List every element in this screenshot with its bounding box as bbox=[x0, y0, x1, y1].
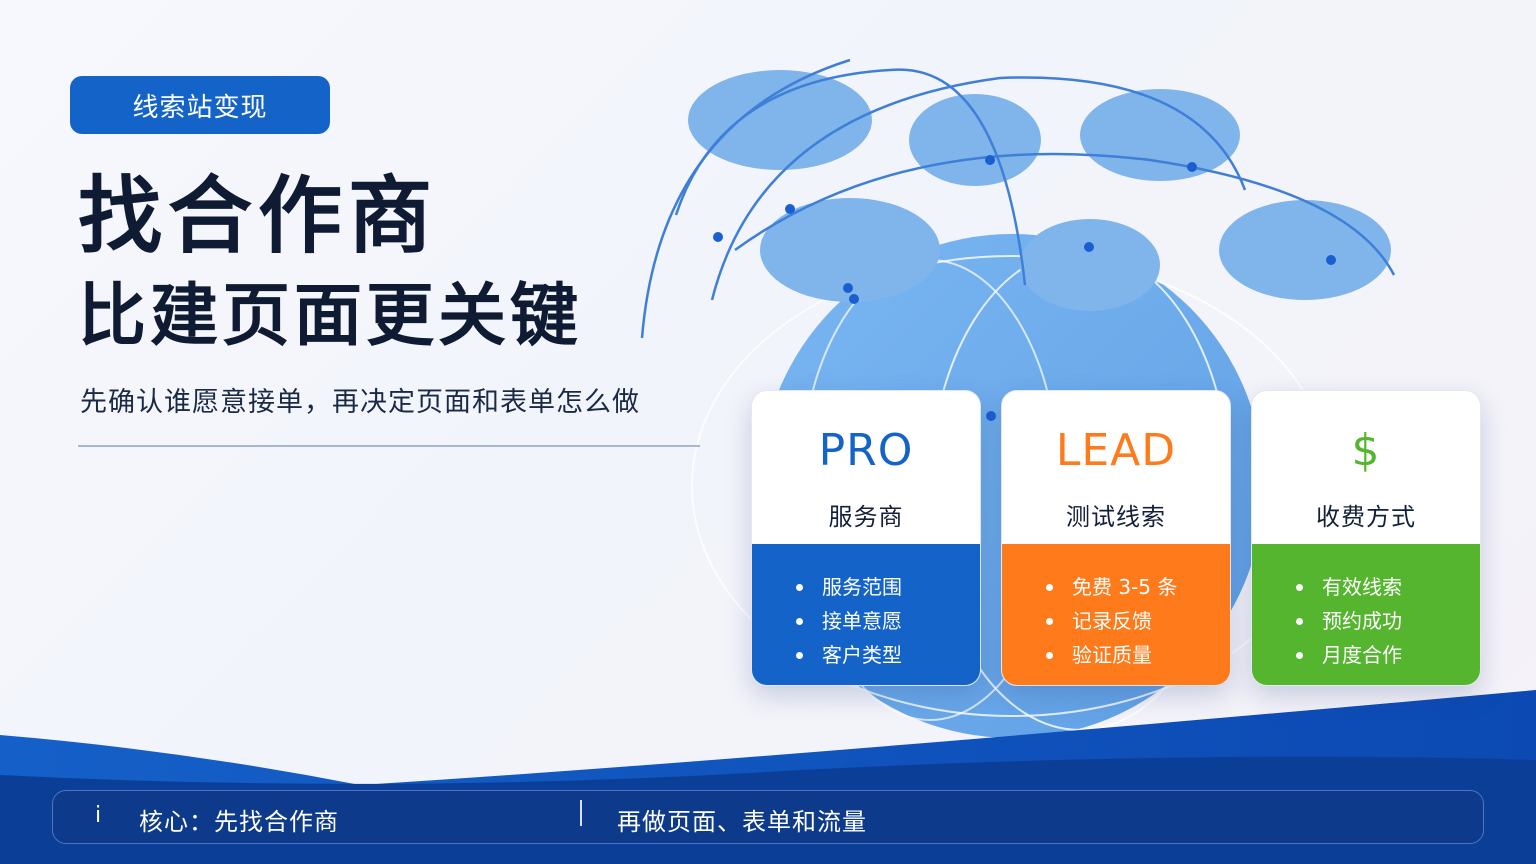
title-divider bbox=[78, 445, 700, 447]
card-list-panel: 有效线索 预约成功 月度合作 bbox=[1252, 544, 1480, 685]
list-item: 免费 3-5 条 bbox=[1046, 570, 1230, 604]
card-title: 收费方式 bbox=[1316, 503, 1416, 531]
card-header: PRO 服务商 bbox=[752, 391, 980, 544]
card-header: $ 收费方式 bbox=[1252, 391, 1480, 544]
card-list-panel: 服务范围 接单意愿 客户类型 bbox=[752, 544, 980, 685]
page-title-line2: 比建页面更关键 bbox=[78, 277, 583, 356]
list-item: 记录反馈 bbox=[1046, 604, 1230, 638]
footer-core-text: 核心：先找合作商 bbox=[139, 808, 339, 836]
list-item: 预约成功 bbox=[1296, 604, 1480, 638]
list-item: 接单意愿 bbox=[796, 604, 980, 638]
card-test-leads: LEAD 测试线索 免费 3-5 条 记录反馈 验证质量 bbox=[1001, 390, 1231, 686]
category-tag: 线索站变现 bbox=[70, 76, 330, 134]
card-header: LEAD 测试线索 bbox=[1002, 391, 1230, 544]
card-service-provider: PRO 服务商 服务范围 接单意愿 客户类型 bbox=[751, 390, 981, 686]
card-list: 服务范围 接单意愿 客户类型 bbox=[752, 544, 980, 672]
footer-bar: i 核心：先找合作商 再做页面、表单和流量 bbox=[52, 790, 1484, 844]
card-list: 免费 3-5 条 记录反馈 验证质量 bbox=[1002, 544, 1230, 672]
card-title: 服务商 bbox=[828, 503, 904, 531]
footer-next-text: 再做页面、表单和流量 bbox=[617, 808, 867, 836]
dollar-icon: $ bbox=[1351, 425, 1381, 476]
list-item: 有效线索 bbox=[1296, 570, 1480, 604]
card-pricing: $ 收费方式 有效线索 预约成功 月度合作 bbox=[1251, 390, 1481, 686]
connection-dots bbox=[713, 155, 1336, 421]
list-item: 月度合作 bbox=[1296, 638, 1480, 672]
page-subtitle: 先确认谁愿意接单，再决定页面和表单怎么做 bbox=[80, 387, 640, 418]
list-item: 服务范围 bbox=[796, 570, 980, 604]
footer-separator bbox=[580, 800, 582, 826]
card-list-panel: 免费 3-5 条 记录反馈 验证质量 bbox=[1002, 544, 1230, 685]
lead-icon: LEAD bbox=[1055, 425, 1177, 476]
info-icon: i bbox=[95, 803, 102, 828]
connection-arcs bbox=[640, 58, 1396, 339]
list-item: 客户类型 bbox=[796, 638, 980, 672]
list-item: 验证质量 bbox=[1046, 638, 1230, 672]
map-blobs bbox=[688, 70, 1391, 311]
card-list: 有效线索 预约成功 月度合作 bbox=[1252, 544, 1480, 672]
pro-icon: PRO bbox=[818, 425, 914, 476]
card-title: 测试线索 bbox=[1066, 503, 1166, 531]
page-title: 找合作商 bbox=[78, 167, 439, 265]
